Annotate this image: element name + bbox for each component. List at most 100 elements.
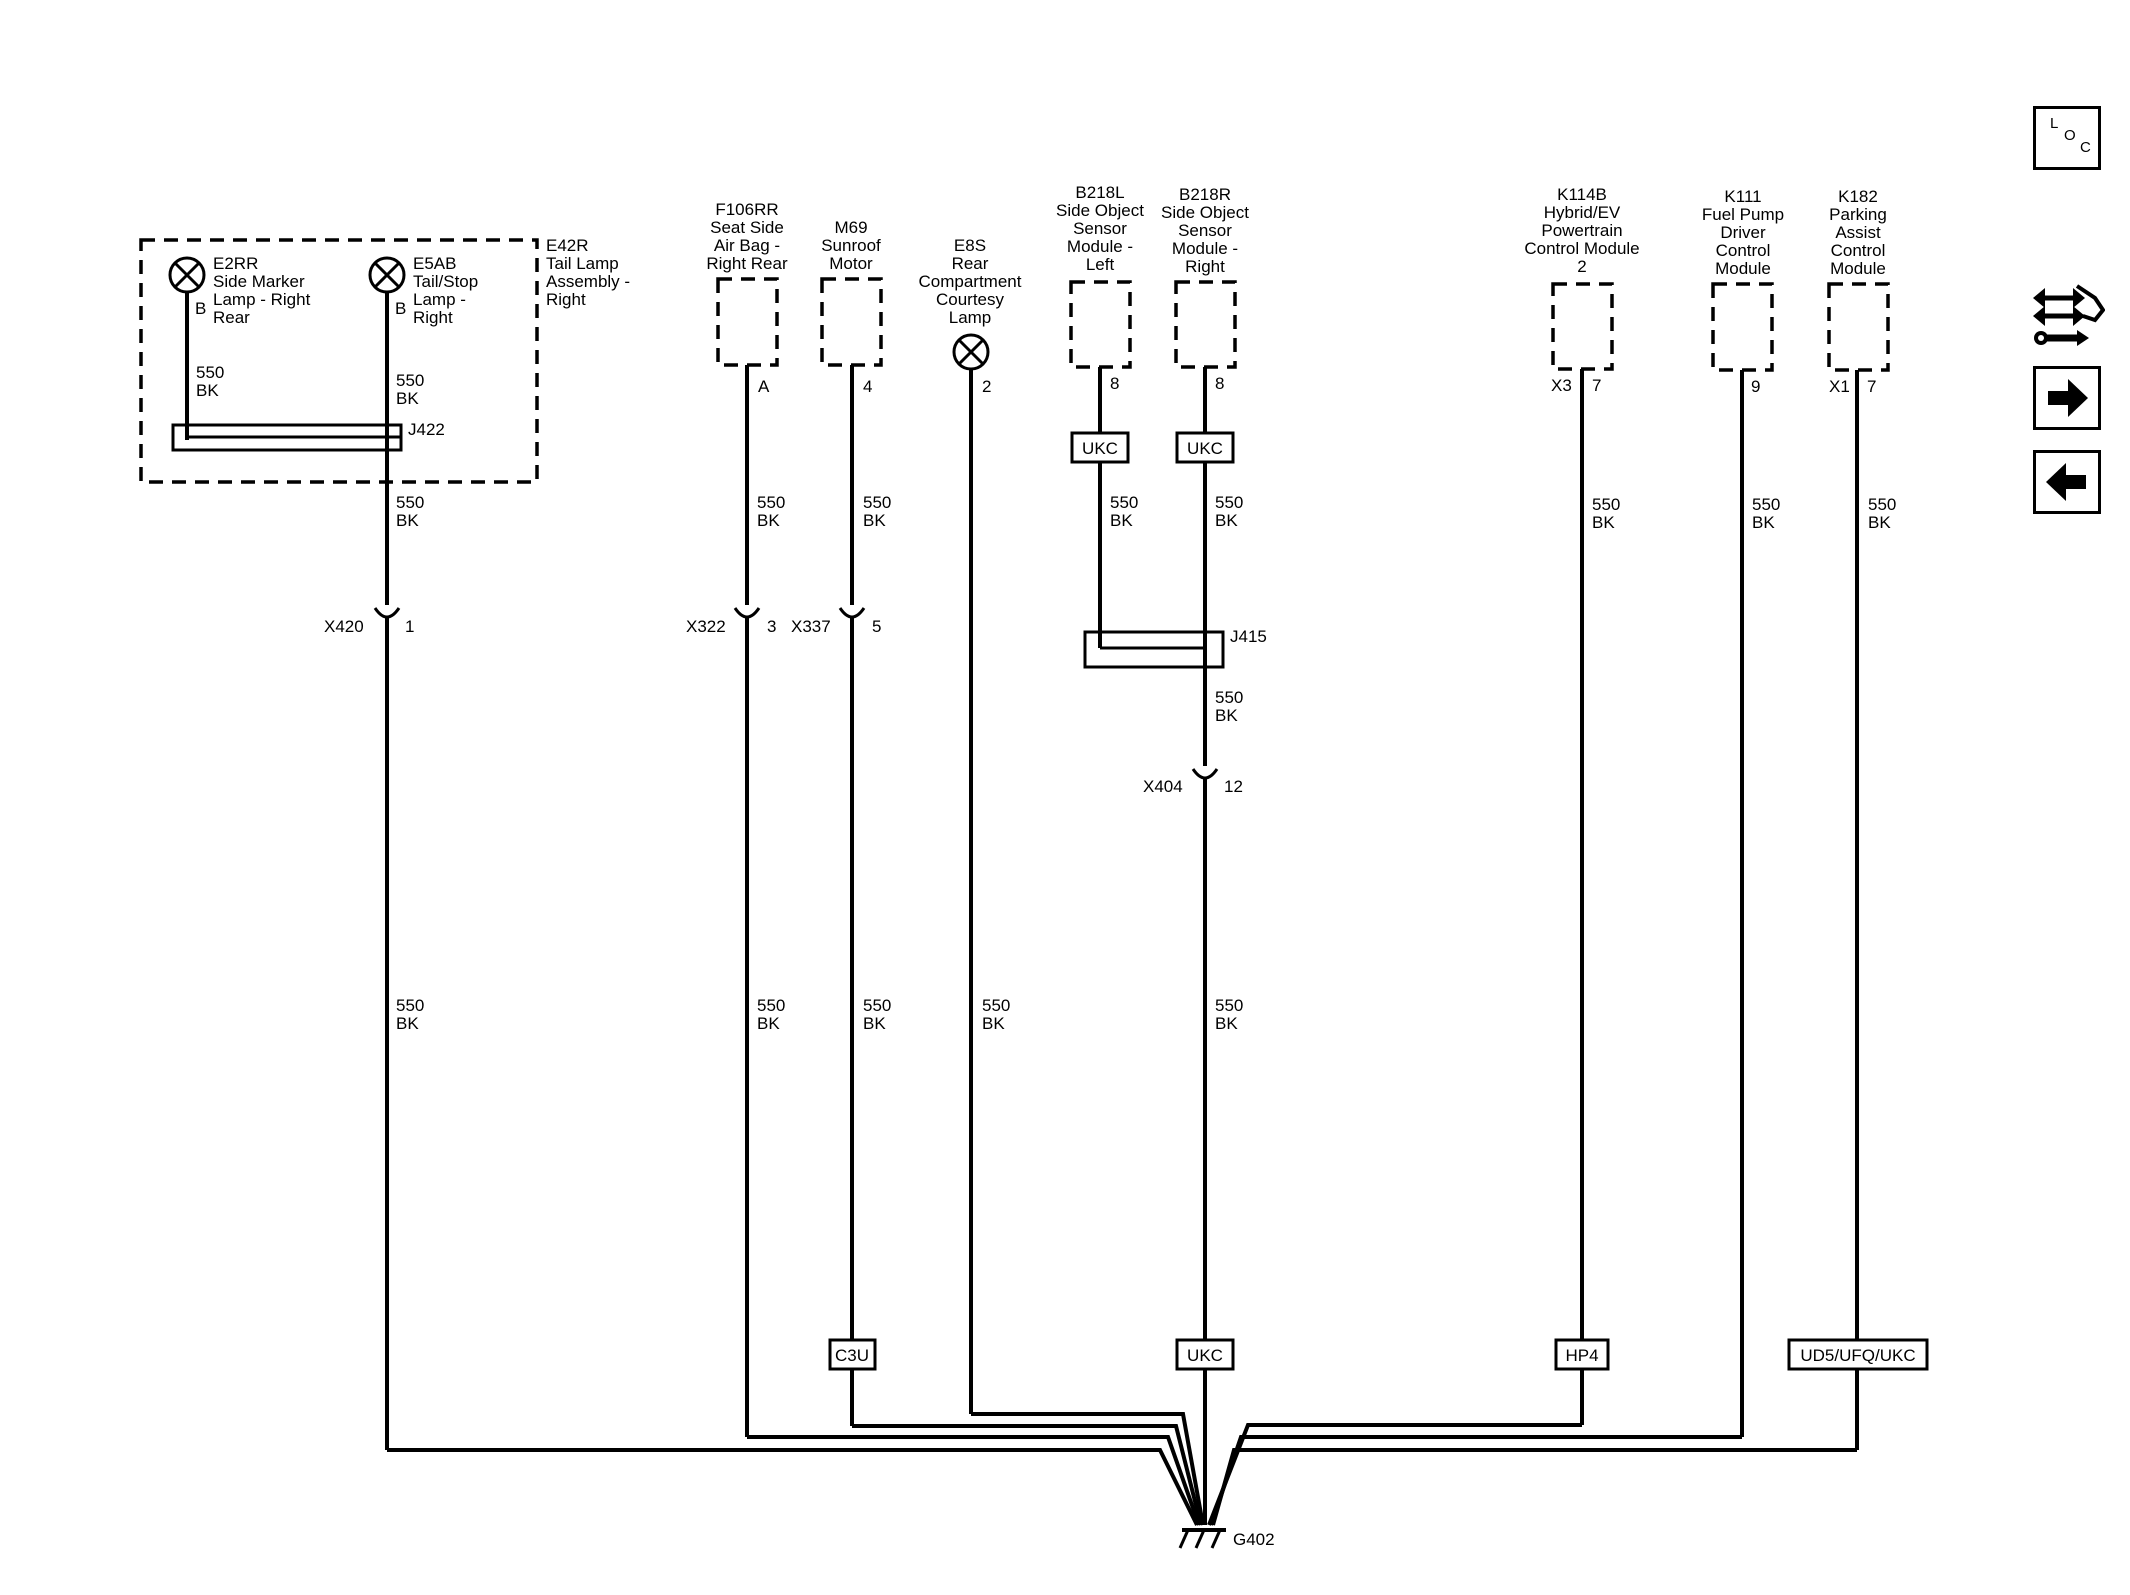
wire-label-circuit: 550 xyxy=(982,996,1010,1015)
b218l-ref: B218L xyxy=(1075,183,1124,202)
loc-o: O xyxy=(2064,127,2076,144)
wire-label-color: BK xyxy=(196,381,219,400)
e8s-pin: 2 xyxy=(982,377,991,396)
e5ab-pin: B xyxy=(395,299,406,318)
x420-inline-connector xyxy=(373,585,401,619)
wire-label-circuit: 550 xyxy=(1215,493,1243,512)
x420-pin: 1 xyxy=(405,617,414,636)
k182-pin: 7 xyxy=(1867,377,1876,396)
next-page-button[interactable] xyxy=(2033,366,2101,430)
k182-desc-1: Parking xyxy=(1829,205,1887,224)
wire-label-color: BK xyxy=(1752,513,1775,532)
b218l-desc-1: Side Object xyxy=(1056,201,1144,220)
b218r-ukc-option-box xyxy=(1175,431,1235,464)
k114b-ref: K114B xyxy=(1557,185,1607,204)
wire-label-circuit: 550 xyxy=(396,996,424,1015)
e42r-desc-1: Tail Lamp xyxy=(546,254,619,273)
k111-module-outline xyxy=(1711,282,1774,372)
e8s-desc-2: Compartment xyxy=(919,272,1022,291)
ukc-ground-option-label: UKC xyxy=(1187,1346,1223,1365)
e2rr-ref: E2RR xyxy=(213,254,258,273)
e8s-desc-1: Rear xyxy=(952,254,989,273)
e2rr-desc-2: Lamp - Right xyxy=(213,290,311,309)
b218l-desc-2: Sensor xyxy=(1073,219,1127,238)
k111-ref: K111 xyxy=(1724,187,1761,206)
f106rr-module-outline xyxy=(716,277,779,367)
ground-bus-wires xyxy=(387,1412,1857,1526)
k114b-pin: 7 xyxy=(1592,376,1601,395)
wire-label-circuit: 550 xyxy=(396,371,424,390)
b218r-module-outline xyxy=(1174,280,1237,369)
k111-desc-3: Control xyxy=(1716,241,1771,260)
x337-inline-connector xyxy=(838,585,866,619)
c3u-option-label: C3U xyxy=(835,1346,869,1365)
e8s-desc-3: Courtesy xyxy=(936,290,1005,309)
j422-label: J422 xyxy=(408,420,445,439)
e8s-ref: E8S xyxy=(954,236,986,255)
arrow-left-icon xyxy=(2046,463,2086,501)
wire-label-circuit: 550 xyxy=(196,363,224,382)
previous-page-button[interactable] xyxy=(2033,450,2101,514)
e42r-assembly-outline xyxy=(139,238,539,484)
k114b-desc-2: Powertrain xyxy=(1541,221,1622,240)
b218l-module-outline xyxy=(1069,280,1132,369)
f106rr-desc-1: Seat Side xyxy=(710,218,784,237)
wire-label-color: BK xyxy=(982,1014,1005,1033)
wire-label-circuit: 550 xyxy=(863,996,891,1015)
e42r-desc-3: Right xyxy=(546,290,586,309)
k182-connector: X1 xyxy=(1829,377,1850,396)
f106rr-ref: F106RR xyxy=(715,200,778,219)
e5ab-desc-1: Tail/Stop xyxy=(413,272,478,291)
x337-pin: 5 xyxy=(872,617,881,636)
wire-label-color: BK xyxy=(1868,513,1891,532)
e2rr-pin: B xyxy=(195,299,206,318)
k182-desc-2: Assist xyxy=(1835,223,1881,242)
e2rr-desc-1: Side Marker xyxy=(213,272,305,291)
k111-pin: 9 xyxy=(1751,377,1760,396)
wire-label-color: BK xyxy=(1592,513,1615,532)
diagnostic-tools-button[interactable] xyxy=(2033,280,2106,348)
f106rr-desc-2: Air Bag - xyxy=(714,236,780,255)
wire-label-color: BK xyxy=(757,1014,780,1033)
location-view-button[interactable]: L O C xyxy=(2033,106,2101,170)
wire-label-circuit: 550 xyxy=(1752,495,1780,514)
e5ab-ref: E5AB xyxy=(413,254,456,273)
b218r-desc-3: Module - xyxy=(1172,239,1238,258)
wire-label-color: BK xyxy=(396,511,419,530)
splice-j422 xyxy=(171,423,403,452)
f106rr-desc-3: Right Rear xyxy=(706,254,788,273)
b218l-desc-3: Module - xyxy=(1067,237,1133,256)
e8s-lamp-icon xyxy=(952,333,990,371)
ud5-option-label: UD5/UFQ/UKC xyxy=(1800,1346,1915,1365)
hp4-option-box xyxy=(1554,1338,1610,1371)
b218r-pin: 8 xyxy=(1215,374,1224,393)
k111-desc-1: Fuel Pump xyxy=(1702,205,1784,224)
m69-desc-2: Motor xyxy=(829,254,873,273)
wire-label-circuit: 550 xyxy=(1868,495,1896,514)
g402-label: G402 xyxy=(1233,1530,1275,1549)
loc-c: C xyxy=(2080,139,2091,156)
ukc-ground-option-box xyxy=(1175,1338,1235,1371)
b218l-ukc-option-label: UKC xyxy=(1082,439,1118,458)
b218r-desc-1: Side Object xyxy=(1161,203,1249,222)
k111-desc-4: Module xyxy=(1715,259,1771,278)
b218l-desc-4: Left xyxy=(1086,255,1115,274)
k111-desc-2: Driver xyxy=(1720,223,1766,242)
wire-label-color: BK xyxy=(1110,511,1133,530)
wire-label-circuit: 550 xyxy=(396,493,424,512)
f106rr-pin: A xyxy=(758,377,770,396)
b218r-desc-4: Right xyxy=(1185,257,1225,276)
e8s-desc-4: Lamp xyxy=(949,308,992,327)
k182-desc-4: Module xyxy=(1830,259,1886,278)
e42r-desc-2: Assembly - xyxy=(546,272,630,291)
e5ab-desc-3: Right xyxy=(413,308,453,327)
hp4-option-label: HP4 xyxy=(1565,1346,1598,1365)
k182-desc-3: Control xyxy=(1831,241,1886,260)
wire-label-color: BK xyxy=(863,1014,886,1033)
e5ab-desc-2: Lamp - xyxy=(413,290,466,309)
m69-ref: M69 xyxy=(834,218,867,237)
e2rr-lamp-icon xyxy=(168,256,206,294)
m69-desc-1: Sunroof xyxy=(821,236,881,255)
k114b-desc-4: 2 xyxy=(1577,257,1586,276)
wire-label-circuit: 550 xyxy=(757,493,785,512)
